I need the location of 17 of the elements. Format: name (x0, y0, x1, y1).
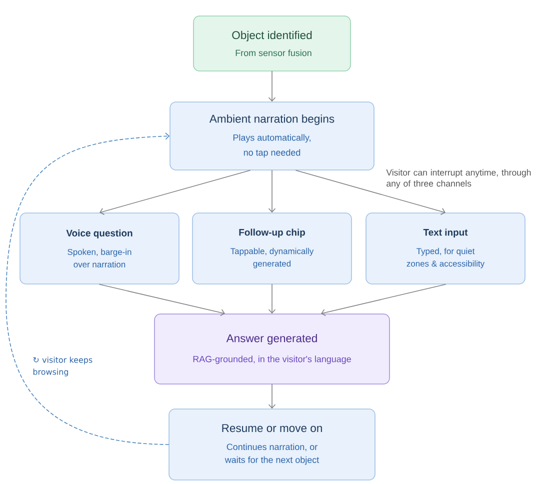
process-box: Answer generated RAG-grounded, in the visitor's language (154, 314, 390, 384)
arrow (296, 170, 446, 216)
arrow (268, 71, 276, 102)
process-box: Object identified From sensor fusion (193, 16, 351, 72)
process-box: Follow-up chip Tappable, dynamically generated (192, 212, 352, 284)
process-box: Ambient narration begins Plays automatically, no tap needed (170, 102, 374, 170)
arrow (268, 170, 276, 213)
process-box: Resume or move on Continues narration, or waits for the next object (168, 408, 376, 480)
arrow (268, 384, 276, 409)
arrow (321, 284, 446, 316)
arrow (99, 284, 225, 316)
process-box: Text input Typed, for quiet zones & accessibility (366, 212, 526, 284)
annotation-text: Visitor can interrupt anytime, through any of three channels (386, 169, 531, 188)
arrow (268, 284, 276, 314)
process-box: Voice question Spoken, barge-in over narration (20, 212, 180, 284)
arrow (100, 170, 250, 216)
curved-arrow (6, 132, 170, 445)
